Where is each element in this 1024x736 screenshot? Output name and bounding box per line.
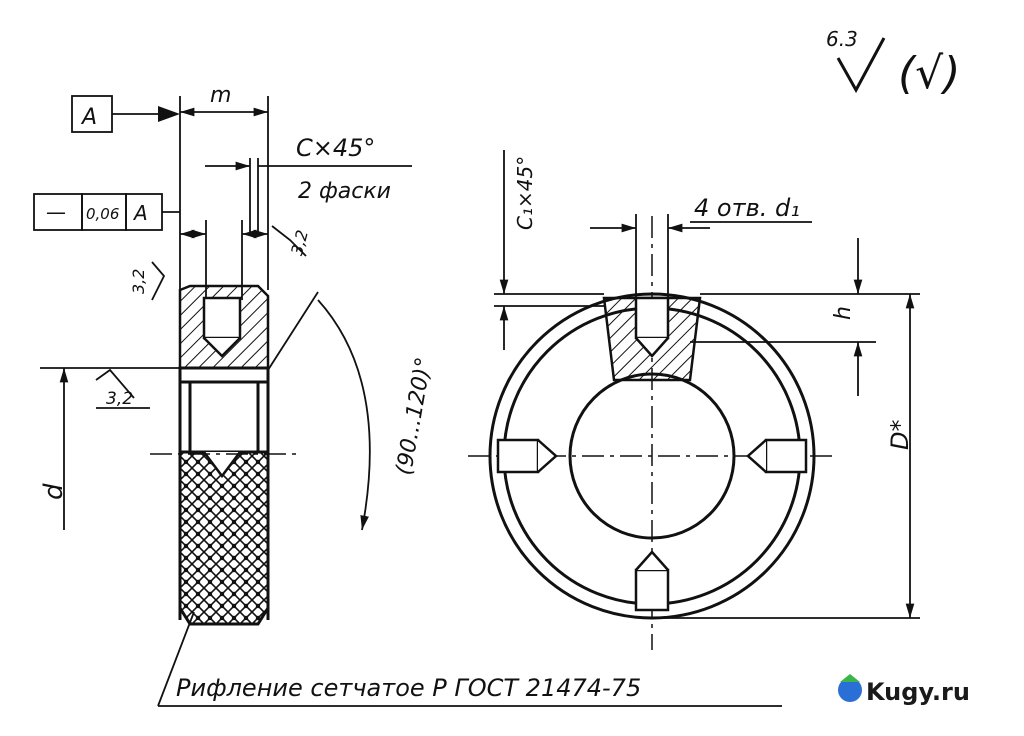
dim-m-label: m xyxy=(210,83,231,108)
dim-D-label: D* xyxy=(886,420,914,450)
logo-icon xyxy=(838,678,862,702)
roughness-symbol: 6.3 (√) xyxy=(826,27,960,99)
side-view: A m C×45° 2 фаски — 0,06 A xyxy=(33,83,437,626)
watermark-logo: Kugy.ru xyxy=(838,674,970,706)
tolerance-value: 0,06 xyxy=(86,205,119,223)
bottom-hole xyxy=(634,550,670,612)
dim-h-label: h xyxy=(831,306,856,320)
surface-mark-a: 3,2 xyxy=(287,228,312,258)
right-hole xyxy=(746,438,808,474)
tolerance-frame: — 0,06 A xyxy=(33,193,180,231)
dim-angle-label: (90...120)° xyxy=(392,355,437,477)
surface-mark-b: 3,2 xyxy=(129,269,148,294)
tolerance-symbol: — xyxy=(46,200,66,224)
watermark-text: Kugy.ru xyxy=(866,678,970,706)
dim-d-label: d xyxy=(39,483,69,500)
datum-triangle xyxy=(158,106,180,122)
knurl-note: Рифление сетчатое Р ГОСТ 21474-75 xyxy=(157,611,782,707)
left-hole xyxy=(496,438,558,474)
datum-letter: A xyxy=(80,105,97,130)
tolerance-datum: A xyxy=(132,201,148,225)
surface-mark-c: 3,2 xyxy=(106,389,133,409)
roughness-parenthetical: (√) xyxy=(898,48,960,99)
note-text: Рифление сетчатое Р ГОСТ 21474-75 xyxy=(176,674,641,702)
dim-chamfer-label: C×45° xyxy=(296,134,375,162)
knurled-area xyxy=(178,450,270,626)
dim-chamfer-note: 2 фаски xyxy=(298,179,391,204)
dim-c1-label: C₁×45° xyxy=(513,156,537,230)
roughness-value: 6.3 xyxy=(826,27,858,51)
dim-holes-label: 4 отв. d₁ xyxy=(694,194,800,222)
front-view: 4 отв. d₁ C₁×45° h D* xyxy=(468,150,920,650)
